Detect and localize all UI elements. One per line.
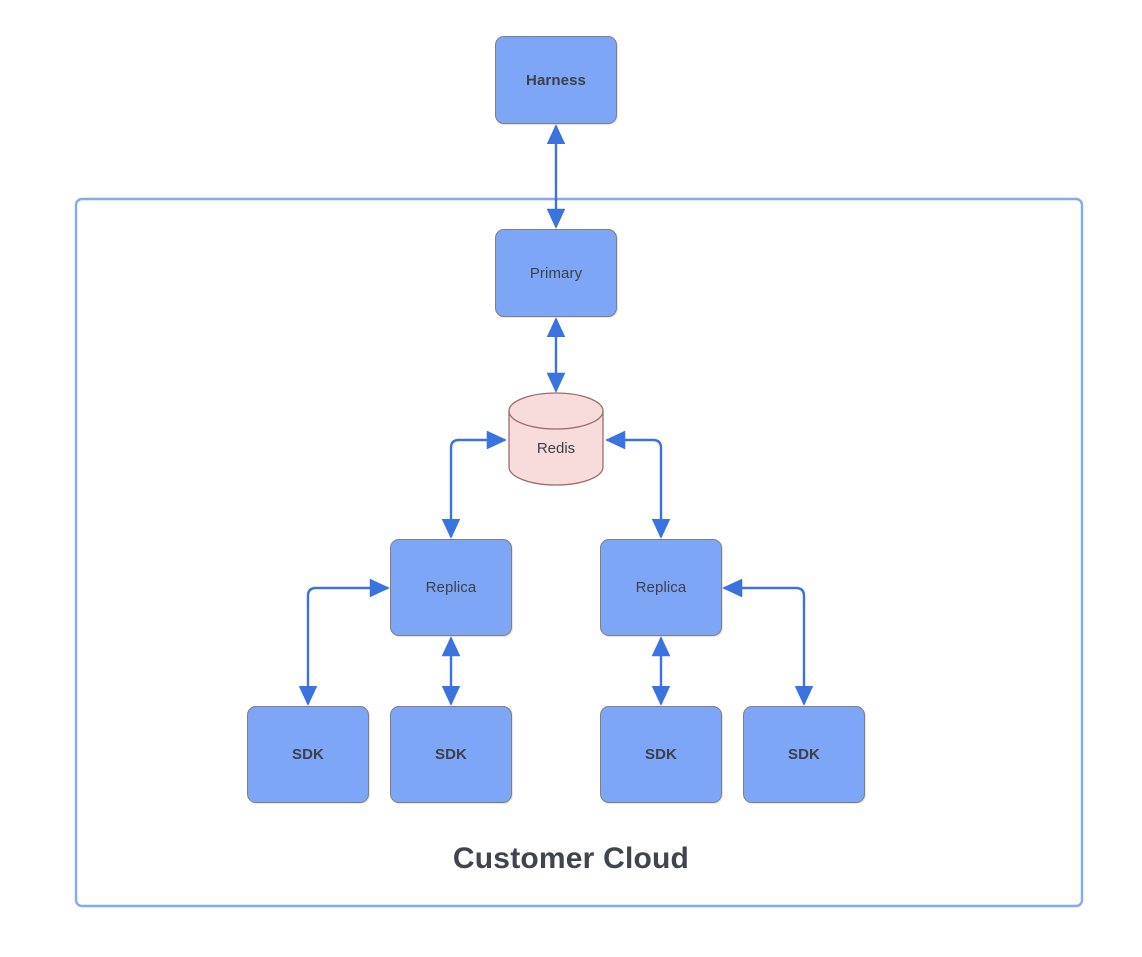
redis-cylinder-top bbox=[508, 392, 604, 430]
node-replica-left-label: Replica bbox=[425, 579, 477, 596]
node-sdk-4-label: SDK bbox=[788, 746, 820, 763]
edge-redis-replica-left bbox=[441, 430, 507, 539]
node-sdk-3-label: SDK bbox=[645, 746, 677, 763]
node-harness[interactable]: Harness bbox=[495, 36, 617, 124]
node-sdk-1[interactable]: SDK bbox=[247, 706, 369, 803]
edge-redis-replica-right bbox=[605, 430, 671, 539]
node-replica-left[interactable]: Replica bbox=[390, 539, 512, 636]
node-sdk-4[interactable]: SDK bbox=[743, 706, 865, 803]
node-sdk-3[interactable]: SDK bbox=[600, 706, 722, 803]
customer-cloud-title: Customer Cloud bbox=[452, 842, 690, 875]
node-redis[interactable] bbox=[508, 392, 604, 486]
redis-cylinder-body bbox=[508, 410, 604, 486]
edge-replica-right-sdk-4 bbox=[722, 578, 814, 706]
node-sdk-2[interactable]: SDK bbox=[390, 706, 512, 803]
node-replica-right-label: Replica bbox=[635, 579, 687, 596]
edge-replica-left-sdk-1 bbox=[298, 578, 390, 706]
node-sdk-2-label: SDK bbox=[435, 746, 467, 763]
node-sdk-1-label: SDK bbox=[292, 746, 324, 763]
node-primary-label: Primary bbox=[529, 264, 583, 282]
node-harness-label: Harness bbox=[526, 71, 586, 89]
node-primary[interactable]: Primary bbox=[495, 229, 617, 317]
node-replica-right[interactable]: Replica bbox=[600, 539, 722, 636]
customer-cloud-border bbox=[74, 197, 1084, 908]
